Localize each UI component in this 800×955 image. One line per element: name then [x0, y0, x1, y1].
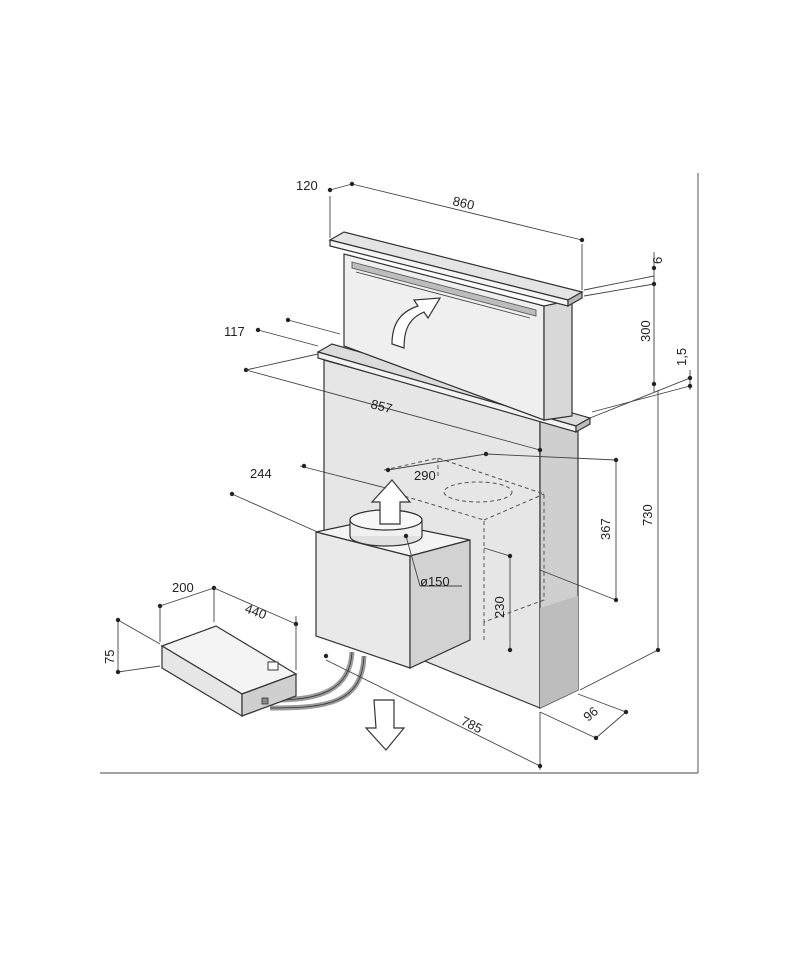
dim-96: 96 [580, 704, 601, 725]
dim-300: 300 [638, 320, 653, 342]
motor-box [315, 479, 471, 669]
outlet-down-arrow [364, 699, 406, 751]
motor-box-side [409, 539, 471, 669]
upper-hood [328, 231, 584, 421]
dim-120: 120 [296, 178, 318, 193]
dim-75: 75 [102, 650, 117, 664]
dim-117: 117 [224, 324, 245, 339]
dim-244: 244 [250, 466, 272, 481]
dashed-duct-outline [383, 457, 545, 640]
dim-367: 367 [598, 518, 613, 540]
dim-6: 6 [650, 257, 665, 264]
dimension-labels: 120 860 6 300 1,5 117 857 290 244 367 73… [102, 178, 689, 736]
dim-730: 730 [640, 504, 655, 526]
intake-slot [351, 261, 537, 317]
air-flow-arrow [391, 297, 442, 349]
dim-200: 200 [172, 580, 194, 595]
dim-290: 290 [414, 468, 436, 483]
dim-ø150: ø150 [420, 574, 450, 589]
cables [269, 651, 367, 711]
dim-230: 230 [492, 596, 507, 618]
motor-box-front [315, 531, 411, 669]
hood-glass-side [543, 299, 573, 421]
dimension-lines [115, 181, 693, 770]
exhaust-up-arrow [370, 479, 412, 525]
dim-857: 857 [369, 396, 394, 416]
dim-440: 440 [243, 601, 269, 623]
frame [100, 173, 699, 774]
dim-860: 860 [451, 193, 476, 212]
dim-785: 785 [459, 713, 485, 736]
dim-1-5: 1,5 [674, 348, 689, 366]
control-box [160, 625, 298, 718]
